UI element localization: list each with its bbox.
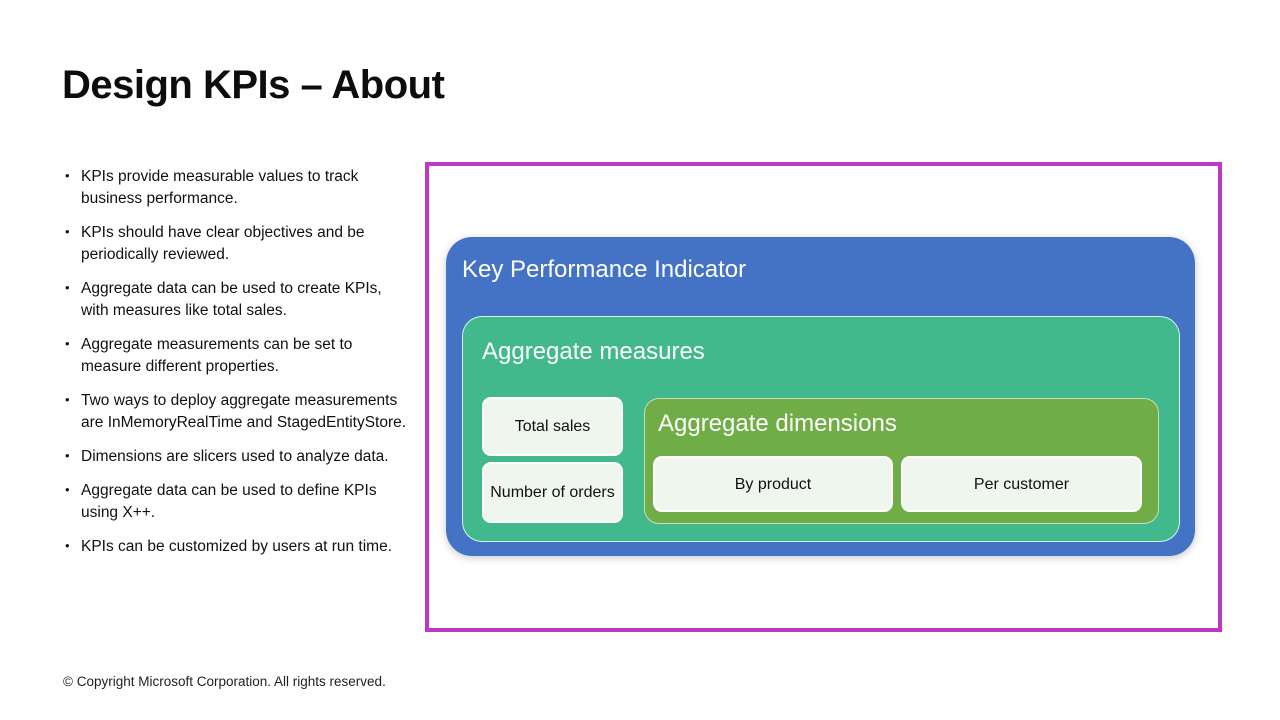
bullet-item: Dimensions are slicers used to analyze d… xyxy=(63,445,411,468)
copyright-footer: © Copyright Microsoft Corporation. All r… xyxy=(63,674,386,689)
aggregate-dimensions-label: Aggregate dimensions xyxy=(658,410,897,437)
bullet-item: KPIs should have clear objectives and be… xyxy=(63,221,411,266)
dimension-item-label: Per customer xyxy=(973,475,1070,493)
measure-item-number-of-orders: Number of orders xyxy=(482,462,623,523)
bullet-item: KPIs provide measurable values to track … xyxy=(63,165,411,210)
measure-item-total-sales: Total sales xyxy=(482,397,623,456)
measure-item-label: Total sales xyxy=(514,418,591,435)
dimension-item-per-customer: Per customer xyxy=(901,456,1142,512)
aggregate-measures-label: Aggregate measures xyxy=(482,338,705,365)
bullet-item: Two ways to deploy aggregate measurement… xyxy=(63,389,411,434)
diagram-highlight-frame xyxy=(425,162,1222,632)
bullet-item: KPIs can be customized by users at run t… xyxy=(63,535,411,558)
bullet-item: Aggregate measurements can be set to mea… xyxy=(63,333,411,378)
dimension-item-label: By product xyxy=(734,475,812,493)
bullet-item: Aggregate data can be used to define KPI… xyxy=(63,479,411,524)
measure-item-label: Number of orders xyxy=(490,484,615,501)
slide-title: Design KPIs – About xyxy=(62,63,445,107)
bullet-list: KPIs provide measurable values to track … xyxy=(63,165,411,570)
bullet-item: Aggregate data can be used to create KPI… xyxy=(63,277,411,322)
kpi-box-label: Key Performance Indicator xyxy=(462,256,747,283)
dimension-item-by-product: By product xyxy=(653,456,893,512)
